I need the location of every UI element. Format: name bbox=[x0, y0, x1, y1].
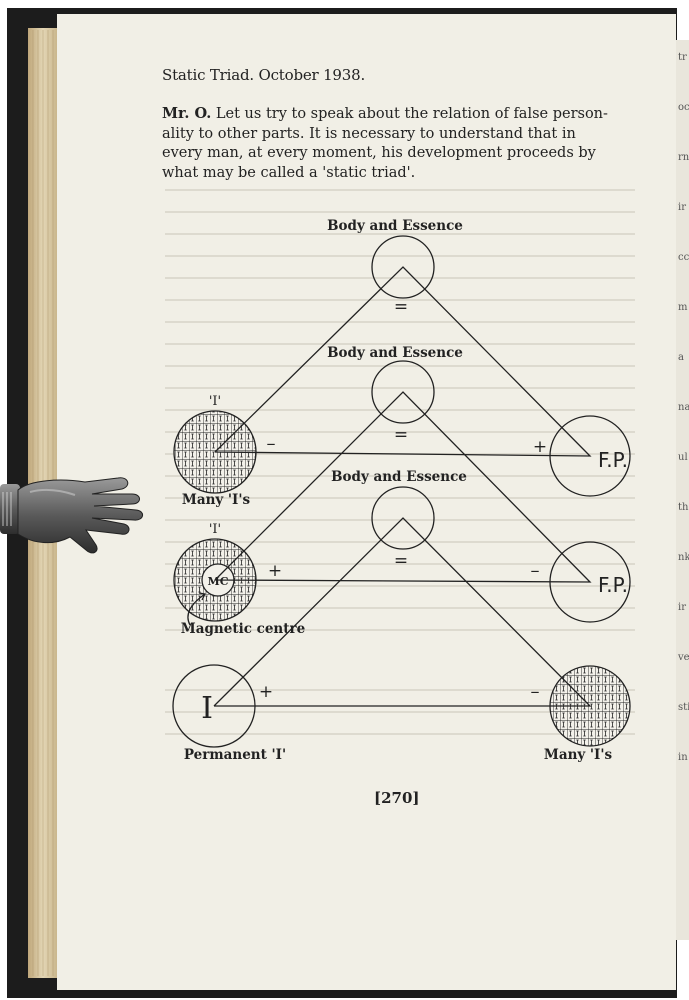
triad3-equals: = bbox=[394, 551, 408, 571]
triad1-equals: = bbox=[394, 297, 408, 317]
page-number: [270] bbox=[374, 789, 420, 807]
triad2-minus: – bbox=[531, 560, 540, 581]
triad2-fp: F.P. bbox=[598, 573, 628, 597]
triad3-permanent-I: I bbox=[201, 691, 213, 726]
triad2-left-label: Magnetic centre bbox=[181, 621, 305, 637]
triad1-fp: F.P. bbox=[598, 448, 628, 472]
triad1-top-label: Body and Essence bbox=[327, 218, 463, 234]
section-heading: Static Triad. October 1938. bbox=[162, 66, 366, 84]
svg-text:cc: cc bbox=[678, 252, 689, 263]
triad3-plus: + bbox=[259, 682, 273, 702]
svg-text:ve: ve bbox=[677, 652, 689, 663]
triad1-top-circle bbox=[371, 235, 435, 299]
speaker-label: Mr. O. bbox=[162, 105, 212, 122]
svg-text:rn: rn bbox=[678, 152, 689, 163]
svg-text:nk: nk bbox=[678, 552, 689, 563]
svg-text:sti: sti bbox=[678, 702, 689, 713]
triad1-lines bbox=[214, 266, 592, 457]
body-paragraph: Mr. O. Let us try to speak about the rel… bbox=[162, 104, 642, 183]
triad-1 bbox=[173, 235, 631, 497]
triad1-minus: – bbox=[267, 433, 276, 454]
svg-text:na: na bbox=[678, 402, 689, 413]
svg-text:ul: ul bbox=[678, 452, 688, 463]
triad2-equals: = bbox=[394, 425, 408, 445]
triad2-I-mark: 'I' bbox=[209, 522, 221, 537]
triad2-top-label: Body and Essence bbox=[327, 345, 463, 361]
triad1-I-mark: 'I' bbox=[209, 394, 221, 409]
next-page-edge bbox=[676, 40, 689, 940]
triad-2 bbox=[173, 360, 631, 626]
triad3-left-label: Permanent 'I' bbox=[184, 747, 286, 763]
paragraph-line: every man, at every moment, his developm… bbox=[162, 145, 596, 161]
mc-arrow bbox=[187, 592, 207, 626]
svg-text:tr: tr bbox=[678, 52, 687, 63]
triad3-lines bbox=[213, 517, 592, 707]
svg-text:th: th bbox=[678, 502, 689, 513]
static-triad-diagram bbox=[172, 235, 631, 748]
paragraph-line: what may be called a 'static triad'. bbox=[162, 164, 416, 181]
triad2-top-circle bbox=[371, 360, 435, 424]
svg-text:oc: oc bbox=[678, 102, 689, 113]
svg-text:ir: ir bbox=[678, 202, 686, 213]
paragraph-line-text: Let us try to speak about the relation o… bbox=[215, 106, 608, 122]
page bbox=[57, 14, 676, 990]
svg-text:m: m bbox=[678, 302, 688, 313]
paragraph-line: ality to other parts. It is necessary to… bbox=[162, 125, 576, 142]
triad2-lines bbox=[214, 391, 592, 583]
triad3-top-label: Body and Essence bbox=[331, 469, 467, 485]
triad1-plus: + bbox=[533, 437, 547, 457]
triad3-top-circle bbox=[371, 486, 435, 550]
triad3-minus: – bbox=[531, 681, 540, 702]
triad2-mc: MC bbox=[208, 575, 229, 588]
triad1-left-label: Many 'I's bbox=[182, 492, 251, 508]
svg-text:ir: ir bbox=[678, 602, 686, 613]
triad3-right-label: Many 'I's bbox=[544, 747, 613, 763]
triad2-plus: + bbox=[268, 561, 282, 581]
triad-3 bbox=[172, 486, 631, 748]
svg-text:a: a bbox=[678, 352, 684, 363]
paragraph-line: Mr. O. Let us try to speak about the rel… bbox=[162, 104, 642, 125]
svg-text:in: in bbox=[678, 752, 688, 763]
hand-clip-photo bbox=[0, 477, 143, 554]
